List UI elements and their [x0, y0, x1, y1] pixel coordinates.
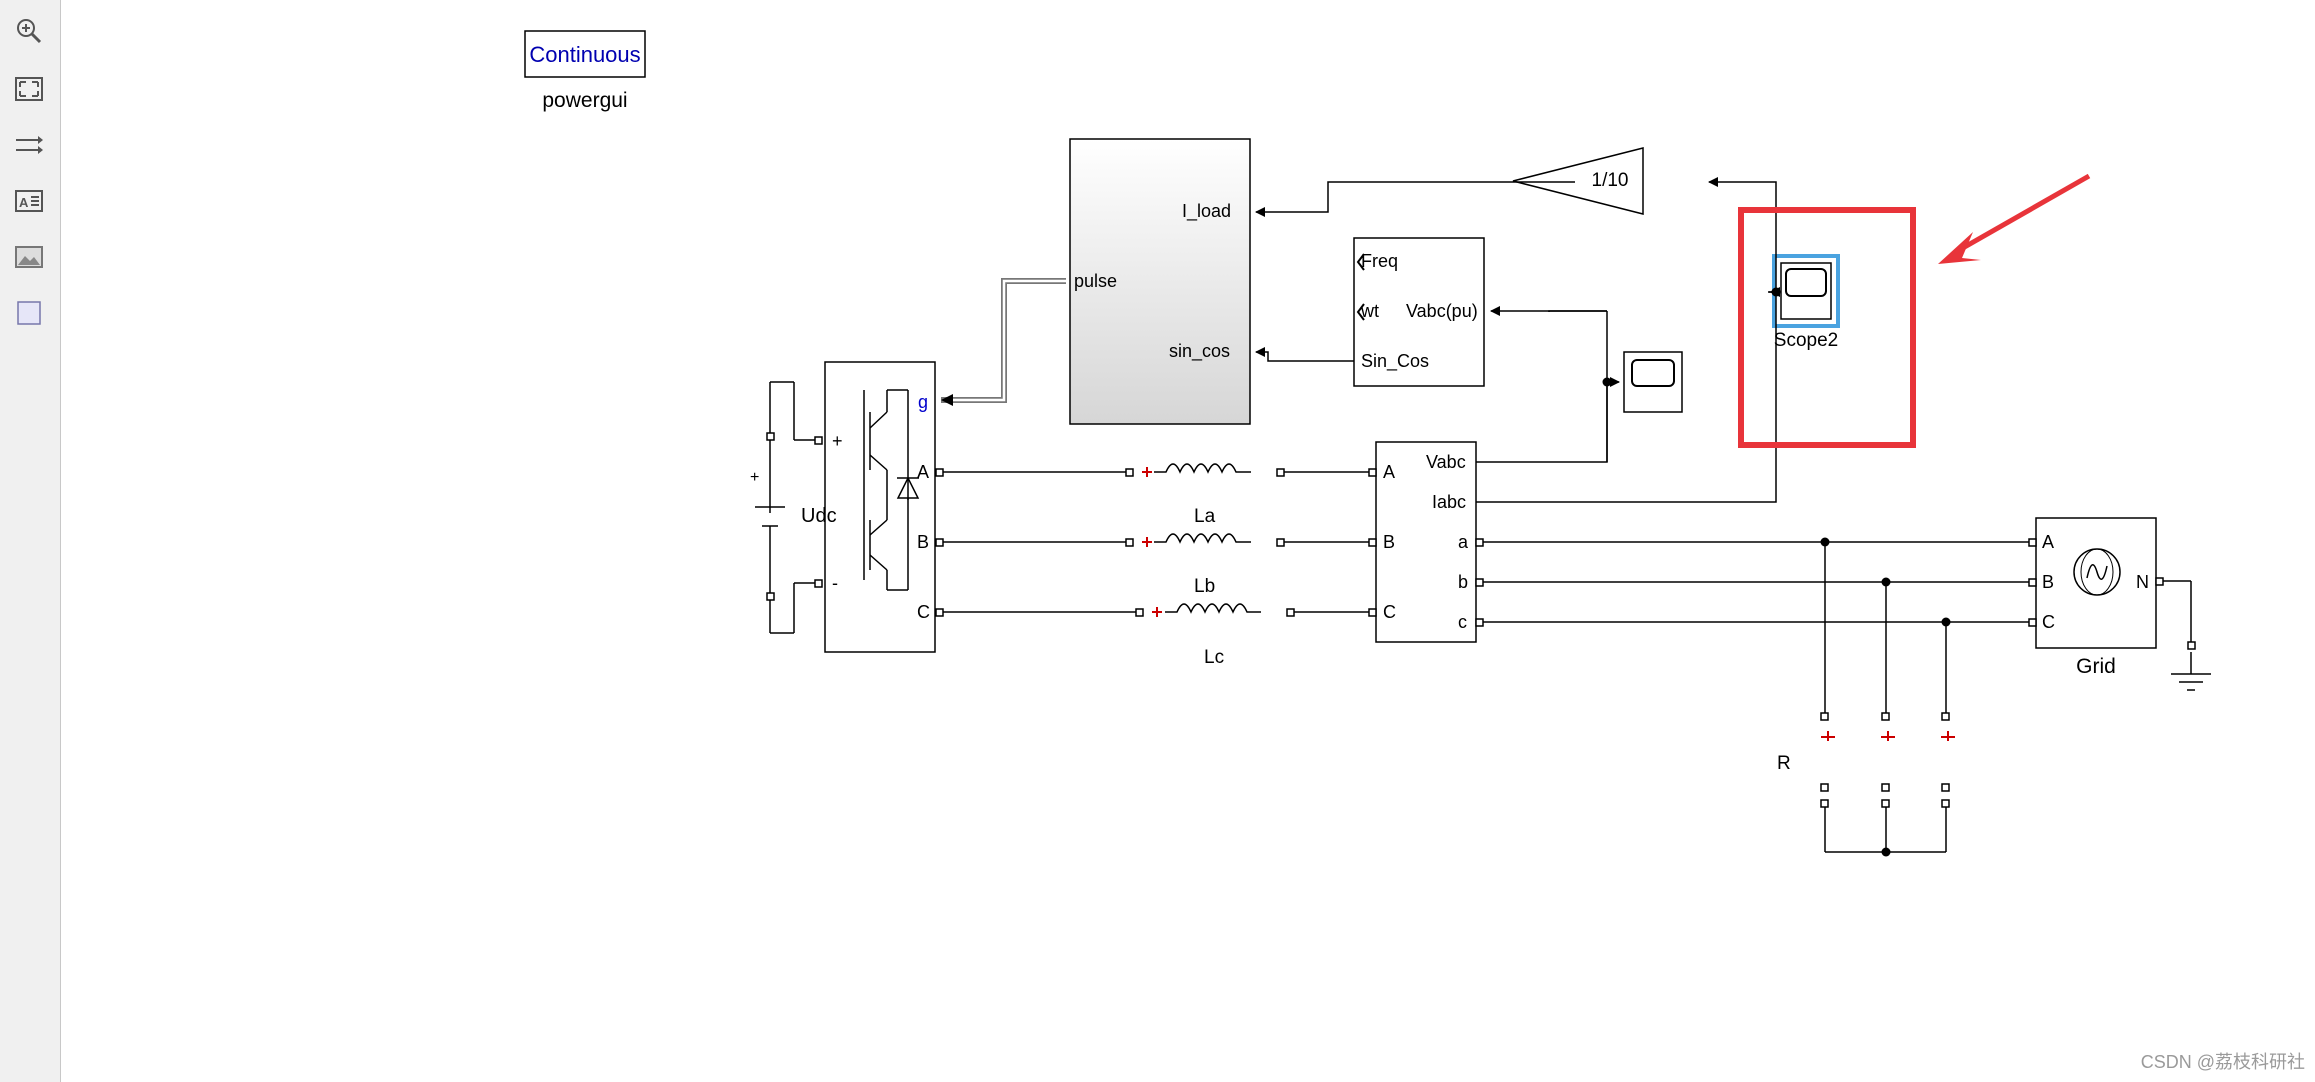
inverter-block — [824, 361, 936, 653]
gain-value: 1/10 — [1591, 170, 1629, 191]
junction-dots — [1602, 287, 1951, 857]
inverter-c-port: C — [917, 602, 930, 622]
inductor-lc-label: Lc — [1204, 647, 1225, 668]
meas-c-in-port: C — [1383, 602, 1396, 622]
meas-b-in-port: B — [1383, 532, 1396, 552]
fit-view-icon[interactable] — [10, 70, 48, 108]
igbt-symbol — [863, 389, 920, 591]
scope1-icon — [1631, 359, 1675, 387]
scope2-name: Scope2 — [1773, 330, 1839, 351]
inverter-b-port: B — [917, 532, 930, 552]
grid-b-port: B — [2042, 572, 2055, 592]
annotation-icon[interactable]: A — [10, 182, 48, 220]
pll-sincos-port: Sin_Cos — [1361, 351, 1430, 371]
controller-pulse-port: pulse — [1074, 271, 1118, 291]
inverter-g-port: g — [918, 392, 929, 412]
watermark: CSDN @荔枝科研社 — [2140, 1052, 2305, 1072]
grid-c-port: C — [2042, 612, 2055, 632]
meas-vabc-port: Vabc — [1426, 452, 1466, 472]
vi-measurement-block — [1375, 441, 1477, 643]
controller-iload-port: I_load — [1182, 201, 1232, 221]
pll-block — [1353, 237, 1485, 387]
controller-block — [1069, 138, 1251, 425]
grid-n-port: N — [2136, 572, 2149, 592]
controller-sincos-port: sin_cos — [1169, 341, 1231, 361]
meas-a-in-port: A — [1383, 462, 1396, 482]
svg-text:A: A — [19, 195, 29, 210]
port-terminals — [766, 432, 2196, 808]
inverter-minus-port: - — [832, 573, 838, 593]
canvas-toolbar: A — [0, 0, 61, 1082]
meas-a-out-port: a — [1458, 532, 1469, 552]
dc-source-symbol — [755, 381, 819, 634]
load-name: R — [1777, 753, 1791, 774]
pll-wt-port: wt — [1361, 301, 1379, 321]
inductor-symbols — [1154, 463, 1261, 614]
inverter-plus-port: + — [832, 431, 843, 451]
ground-symbol — [2156, 580, 2211, 691]
powergui-mode-label: Continuous — [529, 42, 641, 67]
powergui-name-label: powergui — [542, 89, 628, 112]
udc-name: Udc — [801, 505, 837, 527]
image-icon[interactable] — [10, 238, 48, 276]
powergui-block — [524, 30, 646, 78]
meas-b-out-port: b — [1458, 572, 1469, 592]
arrange-signals-icon[interactable] — [10, 126, 48, 164]
model-diagram — [524, 30, 2211, 857]
udc-plus-sign: + — [750, 469, 760, 486]
scope2-icon — [1785, 268, 1827, 297]
area-icon[interactable] — [10, 294, 48, 332]
grid-block — [2035, 517, 2157, 649]
meas-iabc-port: Iabc — [1432, 492, 1467, 512]
meas-c-out-port: c — [1458, 612, 1467, 632]
inverter-a-port: A — [917, 462, 930, 482]
pll-freq-port: Freq — [1361, 251, 1399, 271]
gain-block — [1512, 147, 1644, 215]
zoom-icon[interactable] — [10, 12, 48, 50]
grid-name: Grid — [2076, 655, 2116, 678]
inductor-lb-label: Lb — [1194, 576, 1216, 597]
annotation-arrow — [1952, 173, 2091, 256]
inductor-la-label: La — [1194, 506, 1216, 527]
pll-vabc-port: Vabc(pu) — [1406, 301, 1478, 321]
highlight-box — [1738, 207, 1916, 448]
signal-wires — [939, 177, 2032, 853]
model-canvas[interactable]: Continuous powergui pulse I_load sin_cos… — [61, 0, 2315, 1082]
grid-a-port: A — [2042, 532, 2055, 552]
